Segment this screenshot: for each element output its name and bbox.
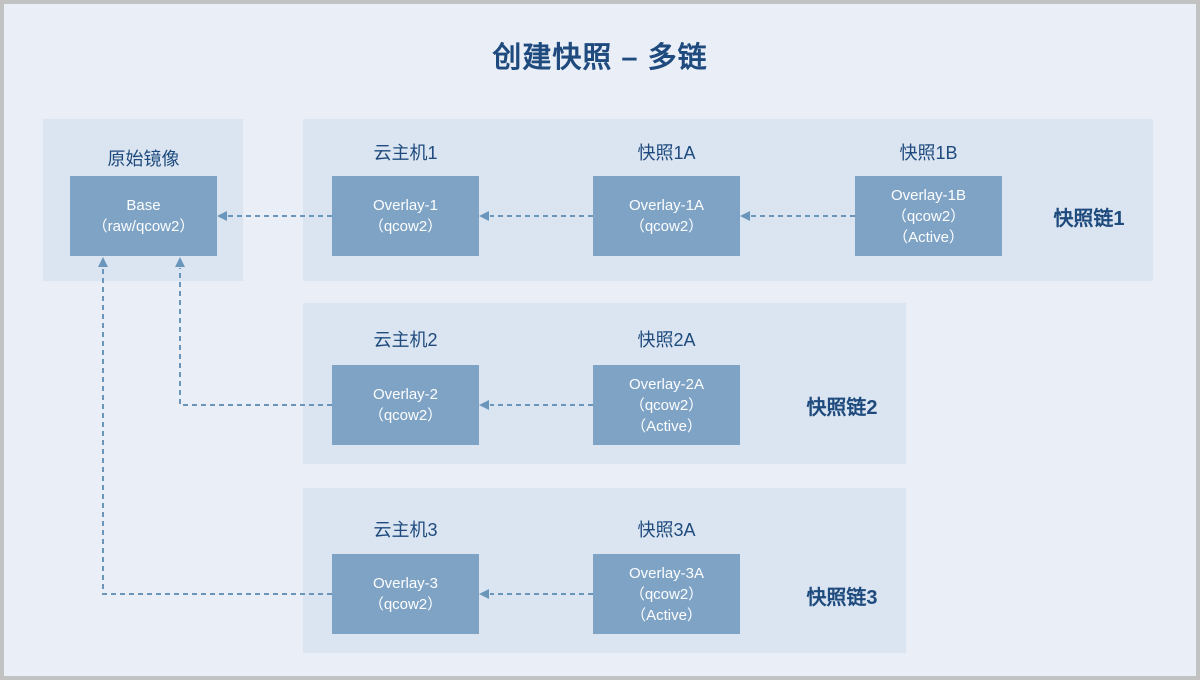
box-text-line: （qcow2） <box>368 596 443 613</box>
snapshot-chain-3-panel: 云主机3 快照3A Overlay-3 （qcow2） Overlay-3A （… <box>303 488 906 653</box>
arrowhead-1a-to-1 <box>479 211 489 221</box>
host-1-header: 云主机1 <box>373 143 438 163</box>
box-text-line: Overlay-3 <box>372 575 439 592</box>
overlay-3a-box: Overlay-3A （qcow2） （Active） <box>593 554 740 634</box>
arrowhead-1b-to-1a <box>740 211 750 221</box>
box-text-line: Overlay-3A <box>628 564 705 582</box>
box-text-line: （qcow2） <box>891 207 966 225</box>
arrowhead-3a-to-3 <box>479 589 489 599</box>
host-2-header: 云主机2 <box>373 330 438 350</box>
overlay-1a-box: Overlay-1A （qcow2） <box>593 176 740 256</box>
box-text-line: （qcow2） <box>629 585 704 603</box>
snapshot-2a-header: 快照2A <box>637 330 696 350</box>
base-image-header: 原始镜像 <box>107 149 180 169</box>
host-3-header: 云主机3 <box>373 520 438 540</box>
overlay-2a-box: Overlay-2A （qcow2） （Active） <box>593 365 740 445</box>
arrowhead-2a-to-2 <box>479 400 489 410</box>
page-title: 创建快照 – 多链 <box>492 42 708 74</box>
box-text-line: Overlay-1 <box>372 197 439 214</box>
snapshot-chain-2-panel: 云主机2 快照2A Overlay-2 （qcow2） Overlay-2A （… <box>303 303 906 464</box>
arrow-3-to-base <box>102 268 332 595</box>
overlay-1-box: Overlay-1 （qcow2） <box>332 176 479 256</box>
snapshot-1b-header: 快照1B <box>899 143 958 163</box>
box-text-line: （qcow2） <box>368 218 443 235</box>
chain-3-label: 快照链3 <box>806 587 878 609</box>
base-image-panel: 原始镜像 Base （raw/qcow2） <box>43 119 243 281</box>
box-text-line: （raw/qcow2） <box>92 218 195 235</box>
box-text-line: （qcow2） <box>368 407 443 424</box>
box-text-line: Overlay-2 <box>372 386 439 403</box>
base-disk-box: Base （raw/qcow2） <box>70 176 217 256</box>
chain-1-label: 快照链1 <box>1053 208 1125 230</box>
box-text-line: Overlay-2A <box>628 375 705 393</box>
box-text-line: Base <box>126 197 161 214</box>
chain-2-label: 快照链2 <box>806 397 878 419</box>
arrow-2-to-base <box>179 268 332 406</box>
box-text-line: Overlay-1A <box>628 197 705 214</box>
box-text-line: （Active） <box>893 228 964 246</box>
arrowhead-1-to-base <box>217 211 227 221</box>
snapshot-3a-header: 快照3A <box>637 520 696 540</box>
box-text-line: （Active） <box>631 417 702 435</box>
overlay-3-box: Overlay-3 （qcow2） <box>332 554 479 634</box>
box-text-line: （qcow2） <box>629 396 704 414</box>
snapshot-chain-1-panel: 云主机1 快照1A 快照1B Overlay-1 （qcow2） Overlay… <box>303 119 1153 281</box>
overlay-1b-box: Overlay-1B （qcow2） （Active） <box>855 176 1002 256</box>
box-text-line: Overlay-1B <box>890 186 967 204</box>
arrowhead-3-to-base <box>98 257 108 267</box>
box-text-line: （qcow2） <box>629 218 704 235</box>
box-text-line: （Active） <box>631 606 702 624</box>
overlay-2-box: Overlay-2 （qcow2） <box>332 365 479 445</box>
snapshot-1a-header: 快照1A <box>637 143 696 163</box>
arrowhead-2-to-base <box>175 257 185 267</box>
